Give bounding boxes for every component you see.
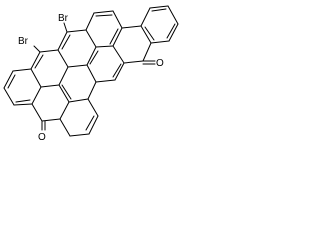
bond xyxy=(89,50,99,65)
bond xyxy=(59,101,70,120)
bond xyxy=(140,7,151,27)
bond xyxy=(33,45,41,53)
bond xyxy=(31,103,43,122)
ring-center xyxy=(57,29,97,103)
bond xyxy=(86,46,97,66)
bond xyxy=(95,14,113,17)
bond xyxy=(3,70,14,89)
bond xyxy=(123,60,144,64)
bond xyxy=(109,28,119,45)
bond xyxy=(121,25,142,29)
bond xyxy=(166,23,176,39)
bond xyxy=(58,66,69,86)
ring-upper-middle xyxy=(85,10,125,83)
bond xyxy=(87,81,97,100)
bond xyxy=(88,115,99,135)
bond xyxy=(63,22,68,33)
bond xyxy=(12,68,32,72)
ring-benzo-lower-left xyxy=(3,68,33,106)
bond xyxy=(168,23,179,42)
ring-benzo-upper-right xyxy=(140,5,179,44)
bond xyxy=(112,10,123,29)
atom-label-o: O xyxy=(38,132,46,143)
bond xyxy=(112,63,122,78)
bond xyxy=(67,64,88,68)
bond xyxy=(68,98,89,103)
bond xyxy=(34,54,44,69)
bond xyxy=(39,49,59,53)
bond xyxy=(61,34,71,50)
bond xyxy=(151,8,167,12)
bond xyxy=(150,40,170,44)
ring-lower-middle xyxy=(30,49,99,137)
bond xyxy=(61,84,72,100)
bond xyxy=(167,5,179,25)
bond xyxy=(140,25,152,44)
ring-ketone-upper-right xyxy=(121,25,156,65)
bond xyxy=(149,5,169,9)
substituent-bonds xyxy=(33,22,68,53)
structure-diagram: Br Br O O xyxy=(3,5,179,143)
bond xyxy=(40,84,60,88)
bond xyxy=(95,79,116,83)
bond xyxy=(142,42,152,62)
bond xyxy=(57,49,69,68)
atom-label-br: Br xyxy=(18,36,29,47)
bond xyxy=(3,87,15,106)
atom-label-o: O xyxy=(156,58,164,69)
bond xyxy=(112,45,125,64)
bond xyxy=(69,133,90,137)
bond xyxy=(13,103,33,106)
bond xyxy=(87,98,99,117)
bond xyxy=(144,26,155,41)
bond xyxy=(86,64,97,83)
bond xyxy=(30,68,42,88)
bond xyxy=(58,84,70,103)
atom-label-br: Br xyxy=(58,13,69,24)
bond xyxy=(66,29,87,33)
bond xyxy=(112,27,123,47)
bond xyxy=(31,86,42,105)
bond xyxy=(85,12,95,31)
bond xyxy=(95,45,114,48)
bond xyxy=(15,99,31,103)
bond xyxy=(30,51,41,70)
bond xyxy=(114,62,125,81)
bond xyxy=(7,74,16,89)
bond xyxy=(85,115,95,131)
bond xyxy=(93,10,114,14)
bond xyxy=(59,118,71,137)
bond xyxy=(57,31,68,51)
bond xyxy=(85,29,97,48)
